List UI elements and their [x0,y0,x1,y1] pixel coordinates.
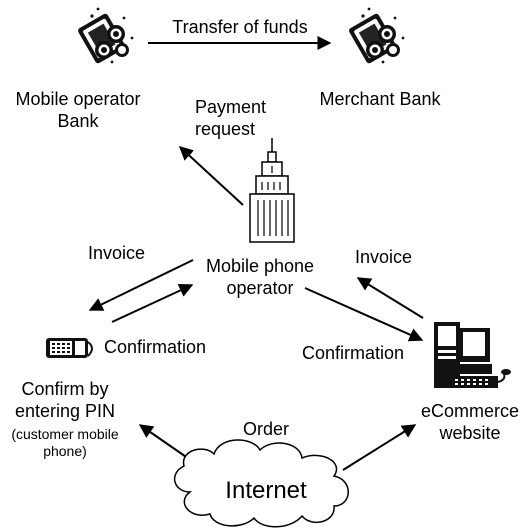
mobile-phone-operator-line2: operator [226,278,294,298]
mobile-phone-operator-label: Mobile phone operator [192,255,328,299]
internet-label: Internet [225,477,307,504]
customer-sublabel-line1: (customer mobile [11,426,119,442]
customer-sublabel-line2: phone) [43,443,87,459]
payment-request-label: Payment request [195,96,266,140]
customer-label-line1: Confirm by [21,379,109,399]
mobile-operator-bank-label: Mobile operator Bank [2,88,154,132]
invoice-left-arrow [88,259,194,311]
payment-request-line1: Payment [195,97,267,117]
ecommerce-label-line2: website [439,423,501,443]
cloud-icon [173,439,349,528]
money-coins-icon [76,7,134,65]
confirmation-right-label: Confirmation [302,343,405,363]
customer-label-line2: entering PIN [14,401,116,421]
merchant-bank-label: Merchant Bank [319,89,441,109]
invoice-left-label: Invoice [88,243,146,263]
ecommerce-label-line1: eCommerce [420,401,520,421]
customer-sublabel: (customer mobile phone) [0,426,130,460]
ecommerce-label: eCommerce website [418,400,522,444]
customer-label: Confirm by entering PIN [0,378,130,422]
confirmation-left-arrow [111,283,194,323]
transfer-label: Transfer of funds [172,17,308,37]
order-right-arrow [342,424,417,471]
order-label: Order [243,419,290,439]
invoice-right-label: Invoice [355,247,413,267]
money-coins-icon [347,7,405,65]
skyscraper-icon [249,138,295,243]
payment-request-line2: request [195,119,256,139]
computer-icon [434,322,511,388]
mobile-phone-operator-line1: Mobile phone [205,256,315,276]
confirmation-left-label: Confirmation [104,337,207,357]
mobile-operator-bank-line2: Bank [57,111,99,131]
confirmation-right-arrow [304,287,424,342]
payment-request-arrow [178,146,244,206]
mobile-phone-icon [46,338,93,358]
mobile-operator-bank-line1: Mobile operator [15,89,141,109]
invoice-right-arrow [356,277,424,319]
